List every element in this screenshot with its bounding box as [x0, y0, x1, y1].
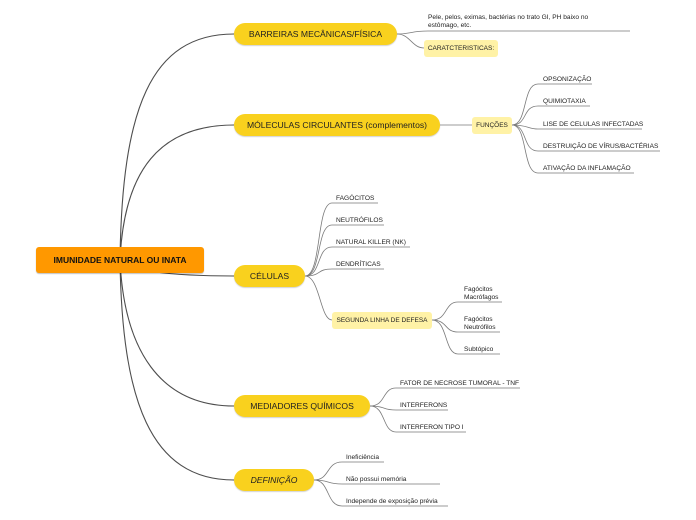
link-root-definicao [119, 259, 235, 481]
leaf-fm-line-1: Fagócitos [464, 286, 493, 293]
leaf-fagocitos-macrofagos[interactable]: Fagócitos Macrófagos [464, 286, 498, 302]
leaf-subtopico[interactable]: Subtópico [464, 346, 494, 353]
leaf-tnf[interactable]: FATOR DE NECROSE TUMORAL - TNF [400, 380, 520, 387]
leaf-lise[interactable]: LISE DE CELULAS INFECTADAS [543, 121, 644, 128]
leaf-barreiras-text[interactable]: Pele, pelos, eximas, bactérias no trato … [428, 14, 588, 30]
sub-segunda-linha[interactable]: SEGUNDA LINHA DE DEFESA [332, 312, 432, 329]
leaf-ineficiencia[interactable]: Ineficiência [346, 454, 379, 461]
link-root-moleculas [119, 124, 235, 261]
leaf-destruicao[interactable]: DESTRUIÇÃO DE VÍRUS/BACTÉRIAS [543, 143, 659, 150]
branch-mediadores[interactable]: MEDIADORES QUÍMICOS [234, 395, 370, 417]
branch-celulas[interactable]: CÉLULAS [234, 265, 305, 287]
leaf-neutrofilos[interactable]: NEUTRÓFILOS [336, 217, 383, 224]
branch-definicao[interactable]: DEFINIÇÃO [234, 469, 314, 491]
leaf-ativacao[interactable]: ATIVAÇÃO DA INFLAMAÇÃO [543, 165, 631, 172]
leaf-fagocitos[interactable]: FAGÓCITOS [336, 195, 375, 202]
leaf-interferon-tipo-1[interactable]: INTERFERON TIPO I [400, 424, 464, 431]
leaf-fagocitos-neutrofilos[interactable]: Fagócitos Neutrófilos [464, 316, 496, 332]
leaf-fn-line-2: Neutrófilos [464, 324, 496, 331]
leaf-nao-possui-memoria[interactable]: Não possui memória [346, 476, 407, 483]
leaf-fn-line-1: Fagócitos [464, 316, 493, 323]
link-root-barreiras [119, 33, 235, 261]
branch-barreiras[interactable]: BARREIRAS MECÂNICAS/FÍSICA [234, 23, 397, 45]
leaf-dendriticas[interactable]: DENDRÍTICAS [336, 261, 381, 268]
leaf-independe[interactable]: Independe de exposição prévia [346, 498, 438, 505]
link-root-mediadores [119, 259, 235, 407]
leaf-barreiras-line-2: estômago, etc. [428, 22, 472, 29]
leaf-natural-killer[interactable]: NATURAL KILLER (NK) [336, 239, 406, 246]
leaf-quimiotaxia[interactable]: QUIMIOTAXIA [543, 98, 586, 105]
leaf-barreiras-line-1: Pele, pelos, eximas, bactérias no trato … [428, 14, 589, 21]
leaf-interferons[interactable]: INTERFERONS [400, 402, 448, 409]
root-node[interactable]: IMUNIDADE NATURAL OU INATA [36, 247, 204, 273]
sub-caracteristicas[interactable]: CARATCTERISTICAS: [424, 40, 498, 57]
sub-funcoes[interactable]: FUNÇÕES [472, 117, 512, 134]
leaf-opsonizacao[interactable]: OPSONIZAÇÃO [543, 76, 592, 83]
leaf-fm-line-2: Macrófagos [464, 294, 499, 301]
branch-moleculas[interactable]: MÓLECULAS CIRCULANTES (complementos) [234, 114, 440, 136]
